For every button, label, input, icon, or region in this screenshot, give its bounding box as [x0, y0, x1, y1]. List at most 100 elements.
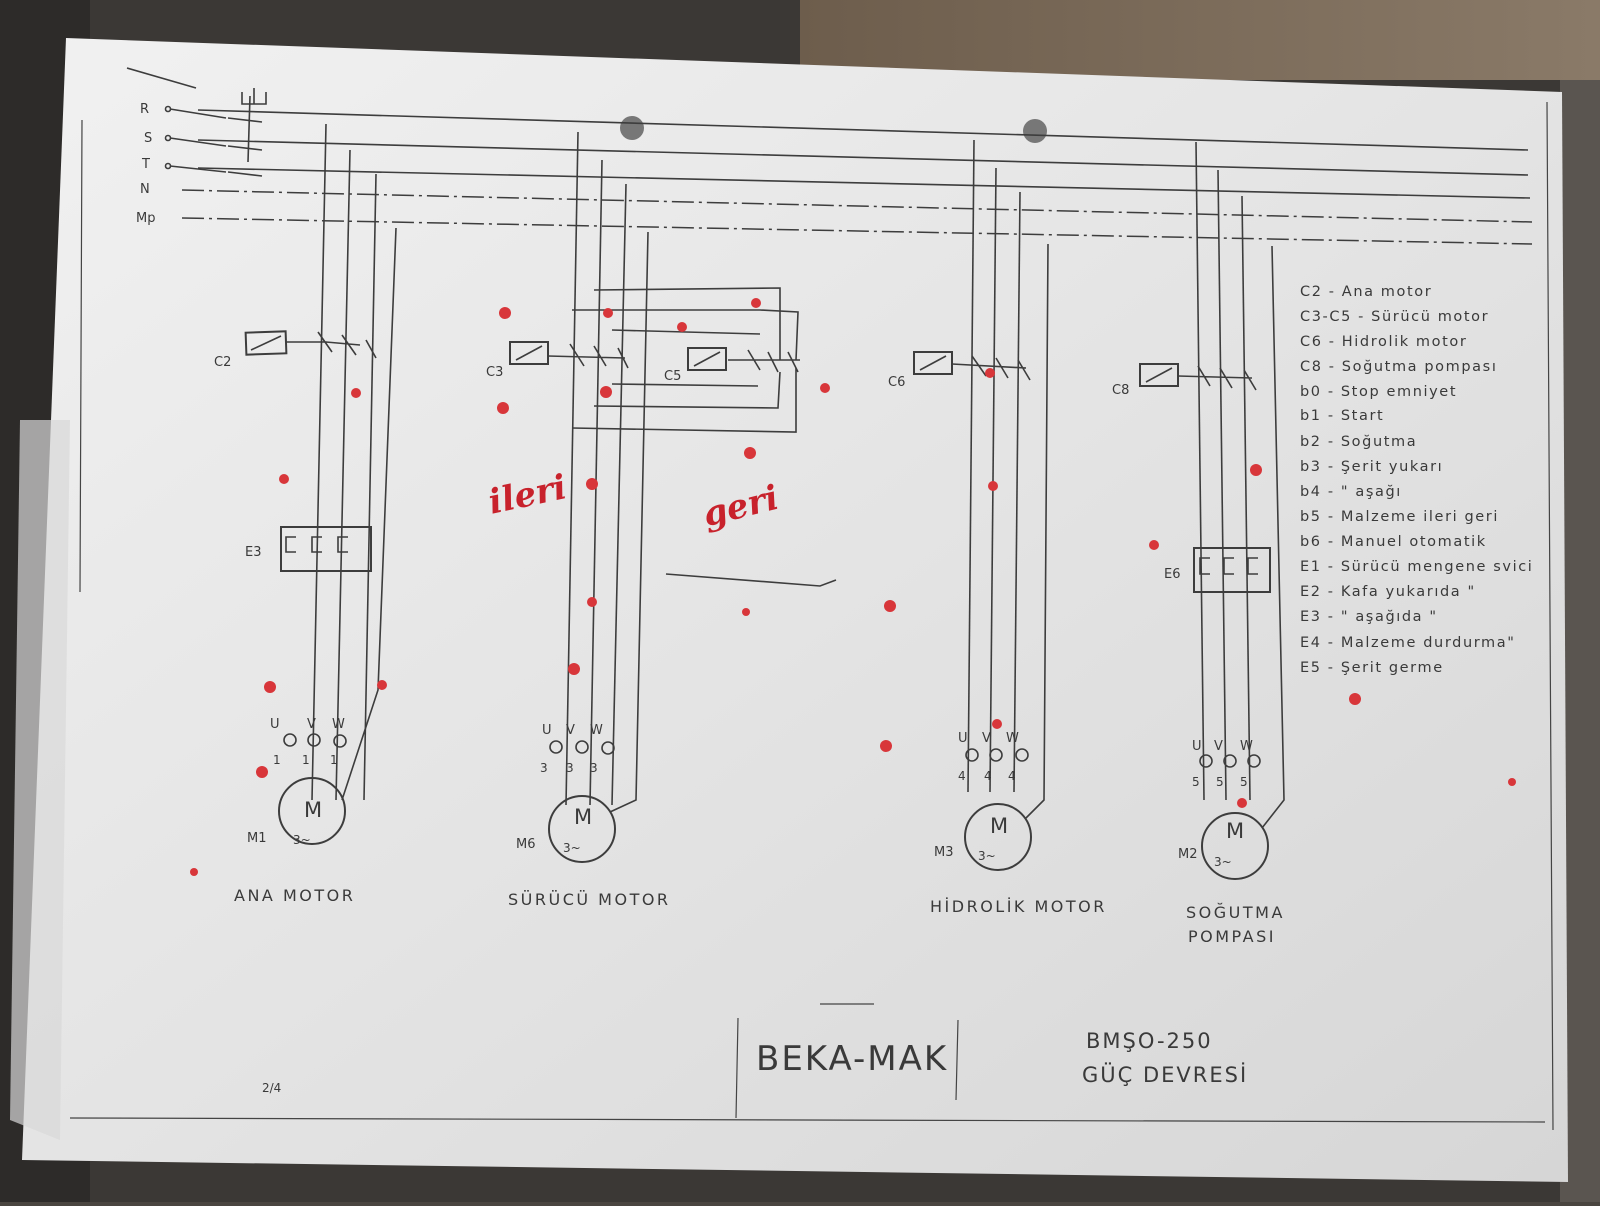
legend-item: b0 - Stop emniyet	[1300, 384, 1457, 400]
red-dot	[1250, 464, 1262, 476]
terminal-num: 3	[566, 761, 574, 775]
terminal-num: 1	[273, 753, 281, 767]
sogutma-pompasi-branch: C8 E6 U V W 5 5 5 M 3~ M2 SOĞUTMA POMPAS…	[1112, 141, 1285, 946]
terminal-u: U	[542, 723, 552, 738]
terminal-w: W	[332, 717, 345, 732]
motor-id: M2	[1178, 847, 1198, 862]
hidrolik-motor-branch: C6 U V W 4 4 4 M 3~ M3 HİDROLİK MOTOR	[888, 139, 1107, 916]
supply-label-n: N	[140, 182, 150, 197]
thermal-label: E3	[245, 545, 262, 560]
legend-item: C3-C5 - Sürücü motor	[1300, 309, 1489, 325]
red-dot	[744, 447, 756, 459]
terminal-u: U	[958, 731, 968, 746]
legend-item: E4 - Malzeme durdurma"	[1300, 635, 1516, 651]
red-dot	[497, 402, 509, 414]
motor-symbol	[548, 795, 616, 863]
red-dot	[1237, 798, 1247, 808]
contactor-label: C6	[888, 375, 905, 390]
stray-line	[665, 573, 837, 587]
terminal-point	[575, 740, 589, 754]
supply-label-mp: Mp	[136, 211, 155, 226]
red-dot	[351, 388, 361, 398]
red-dot	[600, 386, 612, 398]
red-dot	[587, 597, 597, 607]
contactor-label: C8	[1112, 383, 1129, 398]
supply-label-t: T	[141, 157, 150, 172]
terminal-num: 3	[540, 761, 548, 775]
legend-item: b4 - " aşağı	[1300, 484, 1402, 500]
motor-id: M1	[247, 831, 267, 846]
terminal-num: 5	[1216, 775, 1224, 789]
terminal-block: U V W 3 3 3	[540, 723, 615, 775]
terminal-num: 1	[302, 753, 310, 767]
terminal-u: U	[270, 717, 280, 732]
contactor-coil	[913, 351, 953, 375]
terminal-point	[1247, 754, 1261, 768]
red-dot	[742, 608, 750, 616]
motor-name: HİDROLİK MOTOR	[930, 897, 1107, 916]
legend: C2 - Ana motor C3-C5 - Sürücü motor C6 -…	[1300, 284, 1533, 676]
terminal-num: 5	[1240, 775, 1248, 789]
legend-item: C2 - Ana motor	[1300, 284, 1432, 300]
red-dot	[568, 663, 580, 675]
red-dot	[985, 368, 995, 378]
motor-letter: M	[304, 798, 324, 822]
terminal-num: 3	[590, 761, 598, 775]
terminal-v: V	[566, 723, 575, 738]
legend-item: b3 - Şerit yukarı	[1300, 459, 1443, 475]
wood-plank	[800, 0, 1600, 80]
main-switch	[126, 67, 267, 177]
thermal-relay	[1193, 547, 1271, 593]
terminal-block: U V W 4 4 4	[958, 731, 1029, 783]
terminal-point	[965, 748, 979, 762]
red-dot	[190, 868, 198, 876]
red-dot	[1349, 693, 1361, 705]
terminal-point	[601, 741, 615, 755]
red-dot	[677, 322, 687, 332]
red-dot	[377, 680, 387, 690]
contactor-label: C2	[214, 355, 231, 370]
contactor-coil	[244, 330, 288, 356]
red-marker-dots	[190, 298, 1516, 876]
motor-name: ANA MOTOR	[234, 886, 355, 905]
terminal-point	[1199, 754, 1213, 768]
contactor-label: C3	[486, 365, 503, 380]
motor-phase: 3~	[978, 849, 996, 863]
contactor-coil-2	[687, 347, 727, 371]
model-number: BMŞO-250	[1086, 1029, 1213, 1053]
terminal-point	[549, 740, 563, 754]
red-dot	[751, 298, 761, 308]
drawing-border	[69, 101, 1554, 1131]
terminal-point	[307, 733, 321, 747]
legend-item: b5 - Malzeme ileri geri	[1300, 509, 1499, 525]
sheet-number: 2/4	[262, 1081, 281, 1095]
motor-phase: 3~	[563, 841, 581, 855]
terminal-num: 5	[1192, 775, 1200, 789]
terminal-block: U V W 5 5 5	[1192, 739, 1261, 789]
motor-letter: M	[990, 814, 1010, 838]
red-dot	[992, 719, 1002, 729]
terminal-w: W	[590, 723, 603, 738]
terminal-point	[1223, 754, 1237, 768]
legend-item: E5 - Şerit germe	[1300, 660, 1444, 676]
legend-item: E1 - Sürücü mengene svici	[1300, 559, 1533, 575]
terminal-w: W	[1006, 731, 1019, 746]
red-dot	[820, 383, 830, 393]
terminal-point	[283, 733, 297, 747]
terminal-num: 1	[330, 753, 338, 767]
motor-name-line2: POMPASI	[1188, 927, 1276, 946]
terminal-w: W	[1240, 739, 1253, 754]
terminal-point	[1015, 748, 1029, 762]
red-dot	[988, 481, 998, 491]
ana-motor-branch: C2 E3 U V W 1 1 1 M 3~ M1 ANA MOTOR	[214, 123, 397, 905]
drawing-title: GÜÇ DEVRESİ	[1082, 1062, 1248, 1087]
motor-phase: 3~	[1214, 855, 1232, 869]
legend-item: b2 - Soğutma	[1300, 434, 1417, 450]
red-dot	[1508, 778, 1516, 786]
punch-hole	[620, 116, 644, 140]
thermal-label: E6	[1164, 567, 1181, 582]
terminal-block: U V W 1 1 1	[270, 717, 347, 767]
motor-id: M3	[934, 845, 954, 860]
